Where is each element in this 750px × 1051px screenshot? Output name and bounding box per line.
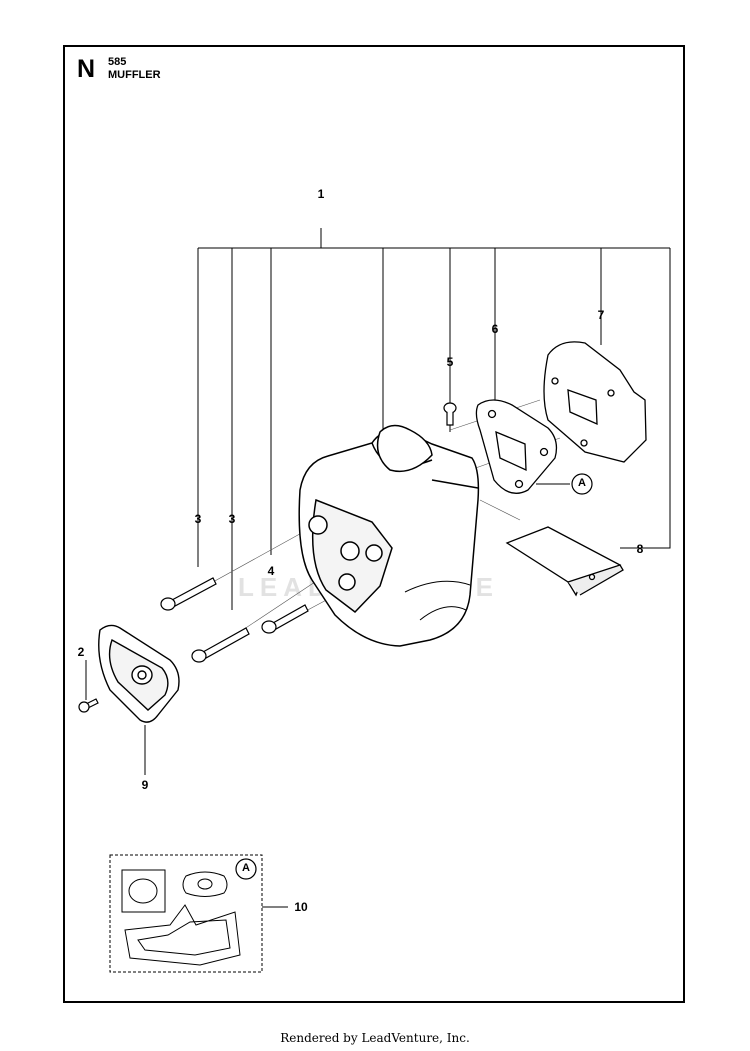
- callout-7: 7: [597, 308, 605, 322]
- muffler-body: [298, 424, 480, 647]
- ref-circle-main: [571, 473, 593, 495]
- callout-8: 8: [636, 542, 644, 556]
- part-2-screw: [78, 698, 99, 713]
- callout-9: 9: [141, 778, 149, 792]
- part-6-gasket: [475, 399, 558, 494]
- part-7-heat-shield: [543, 341, 647, 463]
- model-number: 585: [108, 56, 127, 68]
- part-8-deflector: [505, 526, 624, 597]
- diagram-title: MUFFLER: [108, 69, 161, 81]
- callout-5: 5: [446, 355, 454, 369]
- part-9-cover: [98, 624, 180, 723]
- callout-3-right: 3: [228, 512, 236, 526]
- ref-label-main: A: [578, 477, 586, 489]
- part-3-bolt-lower: [191, 627, 250, 663]
- gasket-kit-box: [109, 854, 263, 973]
- callout-4: 4: [267, 564, 275, 578]
- part-3-bolt-upper: [160, 577, 217, 611]
- callout-3-left: 3: [194, 512, 202, 526]
- part-5-screw: [443, 402, 457, 426]
- section-letter: N: [77, 55, 96, 83]
- callout-2: 2: [77, 645, 85, 659]
- diagram-frame: [63, 45, 685, 1003]
- ref-circle-kit: [235, 858, 257, 880]
- callout-1: 1: [317, 187, 325, 201]
- callout-10: 10: [294, 900, 308, 914]
- footer-credit: Rendered by LeadVenture, Inc.: [280, 1031, 470, 1045]
- ref-label-kit: A: [242, 862, 250, 874]
- part-4-bolt: [261, 604, 309, 634]
- callout-6: 6: [491, 322, 499, 336]
